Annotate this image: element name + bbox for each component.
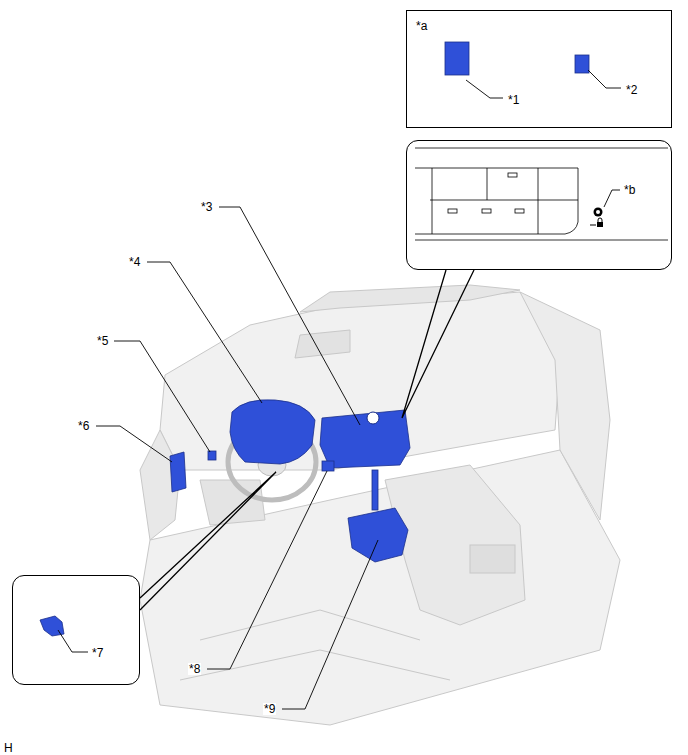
callout-number: *3: [200, 201, 213, 213]
rear-vent: [470, 545, 515, 573]
lock-icon: [597, 222, 603, 227]
parts-inset-box: *a *1 *2: [406, 10, 672, 128]
leader-line: [588, 70, 621, 88]
lock-arrow: [590, 225, 596, 226]
panel-line: [538, 168, 539, 234]
callout-number: *2: [625, 84, 638, 96]
shift-lever: [372, 470, 378, 510]
leader-line: [207, 471, 327, 669]
column-switch: [322, 461, 334, 471]
leader-line: [282, 540, 378, 709]
callout-number: *8: [188, 663, 201, 675]
leader-line: [114, 341, 210, 452]
floor-line: [200, 610, 420, 640]
switch-inset-box: *b: [406, 140, 672, 270]
panel-knob: [367, 412, 379, 424]
leader-line: [219, 207, 360, 425]
inset-label: *a: [415, 20, 428, 32]
callout-number: *1: [507, 94, 520, 106]
leader-line: [466, 80, 503, 98]
indicator: [482, 209, 491, 213]
callout-number: *4: [128, 256, 141, 268]
center-console: [385, 465, 525, 625]
leader-line: [147, 262, 262, 403]
switch-button: [594, 208, 603, 217]
floor-line: [180, 650, 450, 680]
callout-number: *5: [96, 335, 109, 347]
dashboard: [160, 292, 560, 470]
door-trim: [520, 292, 610, 520]
indicator: [515, 209, 524, 213]
ecu-part: [170, 452, 186, 492]
callout-number: *7: [91, 647, 104, 659]
switch-button-center: [596, 210, 600, 214]
floor: [140, 450, 620, 725]
inset-pointer: [402, 270, 474, 418]
callout-number: *6: [77, 420, 90, 432]
switch-part: [208, 451, 216, 460]
windshield-edge: [300, 285, 520, 312]
panel-outline: [415, 168, 578, 234]
indicator: [448, 209, 457, 213]
indicator: [508, 173, 517, 177]
lock-icon: [598, 218, 602, 222]
panel-line: [487, 168, 488, 200]
hud-hood: [295, 330, 350, 358]
figure-code: H: [3, 742, 14, 754]
combination-meter: [230, 400, 315, 464]
part-1: [445, 42, 469, 75]
inset-pointer: [140, 472, 276, 610]
callout-number: *b: [623, 184, 636, 196]
panel-line: [415, 148, 668, 149]
footwell: [200, 480, 265, 525]
shift-assembly: [348, 508, 408, 562]
callout-number: *9: [263, 703, 276, 715]
leader-line: [58, 630, 88, 652]
leader-line: [96, 426, 172, 462]
part-2: [575, 55, 589, 73]
panel-line: [432, 168, 433, 234]
panel-line: [415, 240, 668, 241]
panel-line: [430, 200, 578, 201]
multi-display-panel: [320, 410, 410, 468]
leader-line: [604, 190, 620, 207]
part-inset-box: *7: [12, 575, 140, 685]
